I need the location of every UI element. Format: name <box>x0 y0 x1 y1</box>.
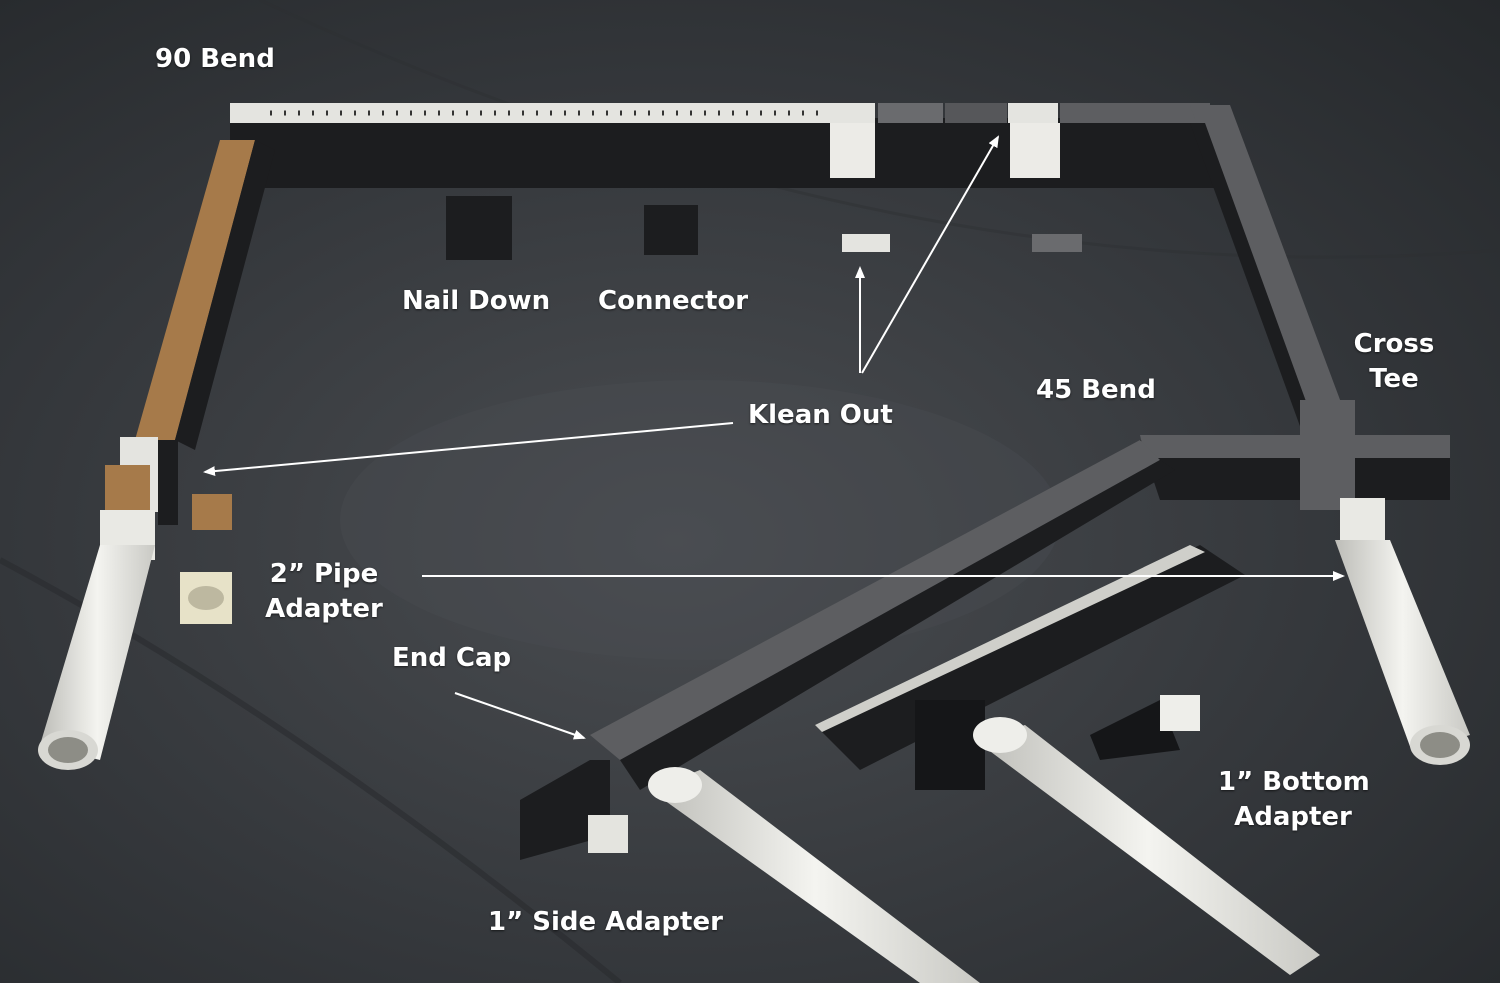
bottom-adapter-assembly <box>815 545 1320 975</box>
label-end-cap: End Cap <box>392 643 512 673</box>
arrow-klean-out-to-left <box>203 422 734 477</box>
right-pipe <box>1335 498 1470 765</box>
left-channel-run <box>38 140 275 770</box>
label-bottom-adapter-line2: Adapter <box>1234 802 1352 832</box>
label-klean-out: Klean Out <box>748 400 893 430</box>
label-45-bend: 45 Bend <box>1036 375 1156 405</box>
label-connector: Connector <box>598 286 749 316</box>
label-side-adapter: 1” Side Adapter <box>488 907 723 937</box>
bend-45-run <box>590 400 1450 790</box>
label-pipe-adapter: 2” Pipe Adapter <box>262 557 386 627</box>
right-channel-run <box>1190 105 1355 440</box>
label-bottom-adapter: 1” Bottom Adapter <box>1218 765 1370 835</box>
label-90-bend: 90 Bend <box>155 44 275 74</box>
label-bottom-adapter-line1: 1” Bottom <box>1218 767 1370 797</box>
top-channel-run <box>230 103 1230 188</box>
arrow-end-cap <box>454 692 586 740</box>
label-cross-tee-line2: Tee <box>1369 364 1419 394</box>
callout-arrows <box>203 135 1345 740</box>
label-cross-tee: Cross Tee <box>1342 327 1446 397</box>
arrow-klean-out-to-top <box>861 135 999 374</box>
label-cross-tee-line1: Cross <box>1353 329 1435 359</box>
label-pipe-adapter-line2: Adapter <box>265 594 383 624</box>
label-pipe-adapter-line1: 2” Pipe <box>269 559 379 589</box>
label-nail-down: Nail Down <box>402 286 551 316</box>
end-cap-assembly <box>520 760 980 983</box>
loose-parts <box>180 196 1082 624</box>
